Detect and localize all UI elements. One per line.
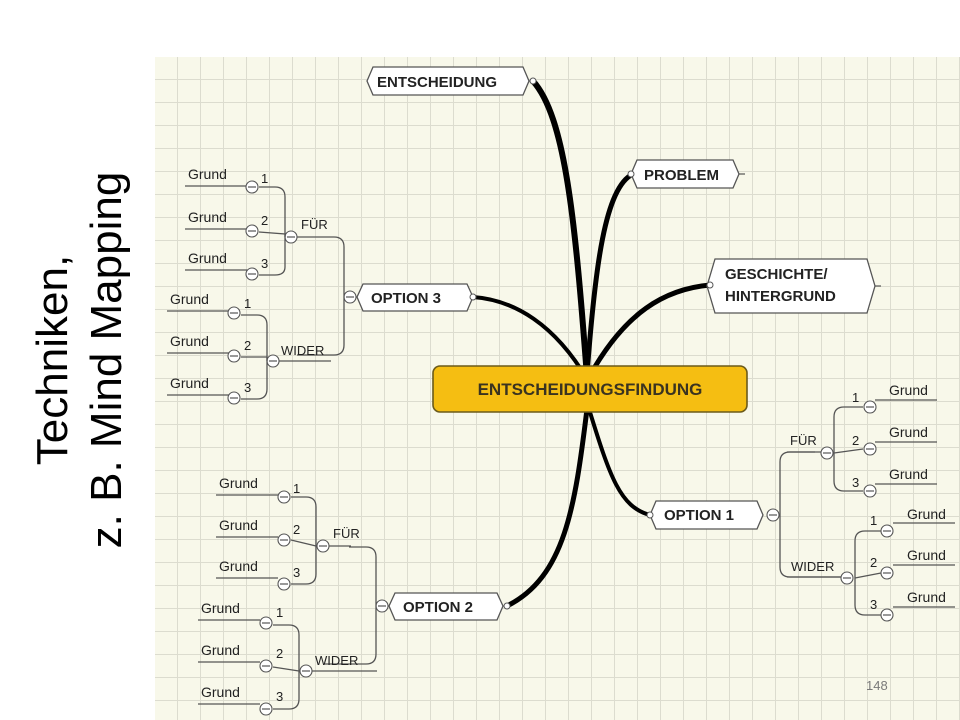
node-option3	[356, 283, 474, 312]
leaf-label: Grund	[219, 558, 258, 574]
leaf-label: Grund	[889, 466, 928, 482]
leaf-label: Grund	[219, 517, 258, 533]
option1-group: OPTION 1 FÜR 1 Grund 2 Grund 3 Grund WID…	[646, 382, 955, 622]
option3-group: OPTION 3 FÜR Grund 1 Grund 2 Grund 3 WID…	[167, 166, 477, 405]
node-label: ENTSCHEIDUNG	[377, 74, 497, 91]
node-label: OPTION 2	[403, 599, 473, 616]
branch-geschichte	[586, 282, 713, 380]
branch-problem	[584, 171, 636, 378]
leaf-label: Grund	[188, 166, 227, 182]
node-label: FÜR	[301, 217, 328, 232]
leaf-number: 3	[870, 597, 877, 612]
node-label: OPTION 1	[664, 507, 734, 524]
central-node[interactable]: ENTSCHEIDUNGSFINDUNG	[432, 365, 748, 413]
branch-entscheidung	[530, 78, 590, 380]
node-problem[interactable]: PROBLEM	[627, 159, 745, 189]
leaf-label: Grund	[889, 382, 928, 398]
leaf-label: Grund	[219, 475, 258, 491]
node-label: HINTERGRUND	[725, 288, 836, 305]
leaf-label: Grund	[201, 684, 240, 700]
leaf-label: Grund	[188, 250, 227, 266]
node-label: WIDER	[281, 343, 324, 358]
node-geschichte[interactable]: GESCHICHTE/ HINTERGRUND	[706, 258, 881, 314]
node-label: OPTION 3	[371, 290, 441, 307]
node-entscheidung[interactable]: ENTSCHEIDUNG	[366, 66, 537, 96]
node-option2	[388, 592, 504, 621]
leaf-label: Grund	[201, 600, 240, 616]
leaf-label: Grund	[201, 642, 240, 658]
leaf-number: 2	[244, 338, 251, 353]
leaf-label: Grund	[907, 547, 946, 563]
leaf-number: 1	[852, 390, 859, 405]
leaf-number: 2	[293, 522, 300, 537]
branch-option3	[471, 295, 589, 381]
mindmap-canvas: ENTSCHEIDUNG PROBLEM GESCHICHTE/ HINTERG…	[155, 57, 960, 720]
leaf-label: Grund	[170, 375, 209, 391]
slide-title: Techniken, z. B. Mind Mapping	[0, 0, 160, 720]
leaf-number: 1	[276, 605, 283, 620]
option2-group: OPTION 2 FÜR Grund 1 Grund 2 Grund 3 WID…	[198, 475, 511, 716]
leaf-number: 3	[293, 565, 300, 580]
leaf-number: 1	[870, 513, 877, 528]
leaf-label: Grund	[907, 589, 946, 605]
leaf-number: 3	[261, 256, 268, 271]
leaf-label: Grund	[907, 506, 946, 522]
node-label: WIDER	[791, 559, 834, 574]
leaf-number: 1	[244, 296, 251, 311]
node-label: GESCHICHTE/	[725, 266, 828, 283]
leaf-number: 1	[293, 481, 300, 496]
page-number: 148	[866, 678, 888, 693]
leaf-number: 2	[276, 646, 283, 661]
node-label: PROBLEM	[644, 167, 719, 184]
node-label: FÜR	[333, 526, 360, 541]
leaf-number: 3	[244, 380, 251, 395]
main-branches	[471, 78, 713, 609]
leaf-label: Grund	[170, 291, 209, 307]
leaf-number: 2	[852, 433, 859, 448]
leaf-label: Grund	[188, 209, 227, 225]
title-line-2: z. B. Mind Mapping	[82, 171, 131, 549]
node-label: FÜR	[790, 433, 817, 448]
leaf-label: Grund	[889, 424, 928, 440]
mindmap-diagram: ENTSCHEIDUNG PROBLEM GESCHICHTE/ HINTERG…	[167, 66, 955, 716]
leaf-label: Grund	[170, 333, 209, 349]
leaf-number: 2	[870, 555, 877, 570]
title-line-1: Techniken,	[28, 254, 77, 466]
branch-option1	[587, 407, 652, 517]
leaf-number: 3	[852, 475, 859, 490]
branch-option2	[504, 406, 590, 609]
leaf-number: 2	[261, 213, 268, 228]
node-label: WIDER	[315, 653, 358, 668]
leaf-number: 3	[276, 689, 283, 704]
node-label: ENTSCHEIDUNGSFINDUNG	[478, 380, 703, 399]
leaf-number: 1	[261, 171, 268, 186]
